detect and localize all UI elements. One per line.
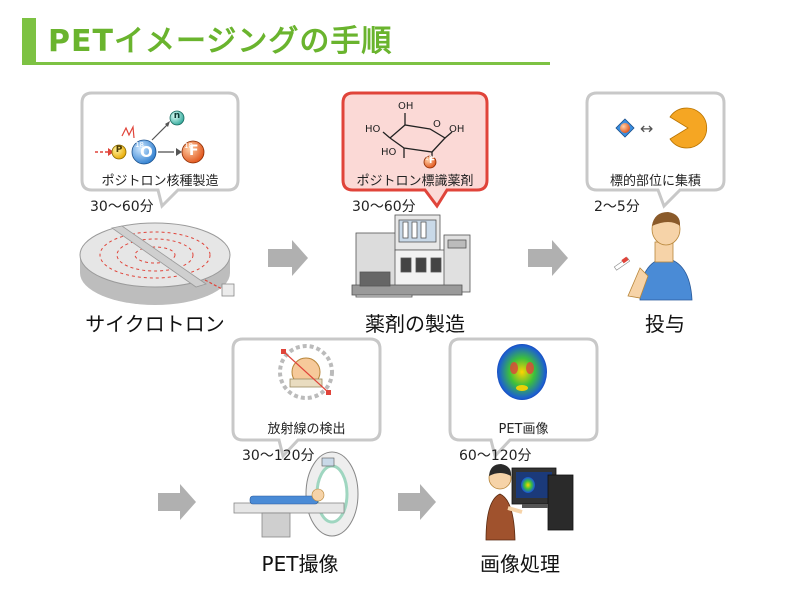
step-administration: 投与: [645, 312, 685, 336]
bubble-label-accumulation: 標的部位に集積: [609, 174, 701, 189]
receptor-icon: [669, 107, 708, 149]
flow-arrow-3: [158, 484, 196, 520]
step-drug-production: 薬剤の製造: [365, 312, 465, 336]
bubble-radiation-detection: [231, 337, 382, 460]
fluorine-label: F: [189, 143, 199, 159]
molecule-ho-bottom: HO: [381, 147, 397, 158]
time-administration: 2～5分: [594, 199, 640, 215]
flow-arrow-2: [528, 240, 568, 276]
bubble-label-nuclide: ポジトロン核種製造: [101, 174, 219, 189]
time-drug: 30～60分: [352, 199, 416, 215]
page-title: PETイメージングの手順: [48, 24, 393, 59]
cyclotron-illustration: [79, 222, 235, 305]
time-image-processing: 60～120分: [459, 448, 532, 464]
oxygen-label: O: [140, 143, 153, 161]
flow-arrow-4: [398, 484, 436, 520]
pet-brain-image-icon: [497, 344, 547, 400]
step-cyclotron: サイクロトロン: [85, 312, 225, 336]
proton-label: P: [115, 145, 123, 155]
time-cyclotron: 30～60分: [90, 199, 154, 215]
title-underline: [22, 62, 550, 65]
fluorine-mass-label: 18: [184, 142, 193, 150]
svg-text:↔: ↔: [640, 119, 653, 138]
bubble-label-drug: ポジトロン標識薬剤: [356, 174, 474, 189]
step-pet-imaging: PET撮像: [261, 552, 339, 576]
molecule-fluorine-mass: 18: [425, 155, 433, 162]
bubble-label-pet-image: PET画像: [498, 422, 549, 437]
workstation-illustration: [485, 464, 574, 541]
molecule-oh-top: OH: [398, 101, 414, 112]
molecule-ring-oxygen: O: [433, 119, 441, 130]
oxygen-18-icon: [131, 139, 157, 165]
particle-reaction-icon: [95, 110, 205, 165]
molecule-ho-left: HO: [365, 124, 381, 135]
time-pet-scan: 30～120分: [242, 448, 315, 464]
glucose-molecule-icon: [382, 113, 453, 169]
tracer-binding-icon: ↔: [615, 107, 708, 149]
pet-scanner-illustration: [233, 451, 359, 538]
target-box-icon: [221, 283, 235, 297]
molecule-fluorine: F: [429, 156, 436, 166]
flow-arrow-1: [268, 240, 308, 276]
neutron-icon: [169, 110, 185, 126]
title-accent-bar: [22, 18, 36, 64]
bubble-nuclide-production: [80, 91, 240, 209]
proton-icon: [111, 144, 127, 160]
molecule-oh-right: OH: [449, 124, 465, 135]
neutron-label: n: [173, 111, 181, 121]
bubble-label-detection: 放射線の検出: [267, 422, 346, 437]
patient-injection-illustration: [613, 212, 693, 301]
fluorine-18-icon: [181, 140, 205, 164]
bubble-target-accumulation: [585, 91, 726, 209]
oxygen-mass-label: 18: [135, 141, 144, 149]
synthesis-machine-illustration: [351, 214, 471, 298]
step-image-processing: 画像処理: [480, 552, 560, 576]
detector-ring-icon: [278, 344, 334, 400]
spark-icon: [121, 124, 135, 139]
